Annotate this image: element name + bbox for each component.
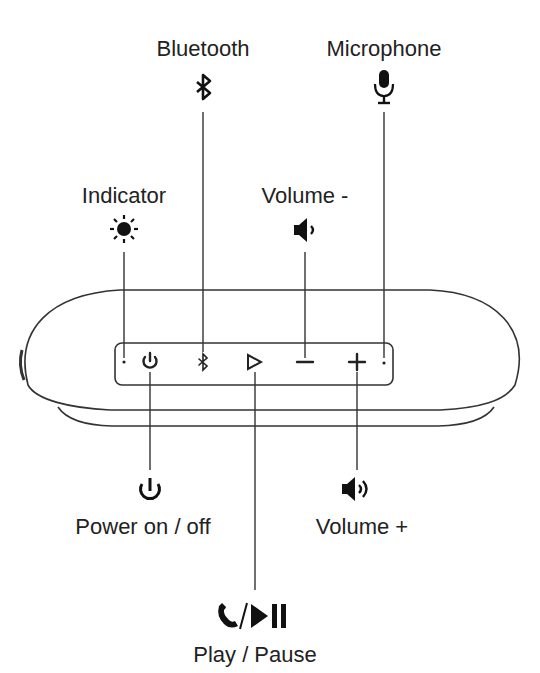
callout-label: Volume - — [260, 183, 351, 209]
callout-label: Bluetooth — [155, 36, 252, 62]
callout-label: Indicator — [80, 183, 168, 209]
function-icons — [110, 70, 393, 629]
callout-label: Microphone — [325, 36, 444, 62]
panel-buttons — [122, 353, 385, 370]
speaker-body — [20, 290, 519, 426]
callout-label: Play / Pause — [191, 642, 319, 668]
callout-label: Volume + — [314, 514, 410, 540]
callout-label: Power on / off — [73, 514, 212, 540]
